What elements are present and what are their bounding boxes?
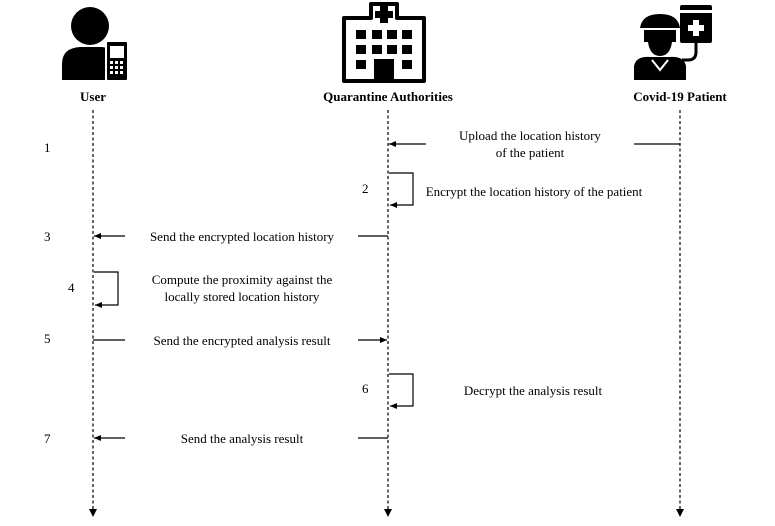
step-2-self-arrow [389, 172, 414, 208]
lifeline-end-patient [676, 509, 684, 517]
step-1-label-line-2: of the patient [496, 145, 565, 160]
step-6-self-arrow [389, 373, 414, 409]
step-6-label: Decrypt the analysis result [464, 383, 603, 398]
hospital-icon [342, 2, 426, 83]
patient-with-iv-icon [634, 5, 712, 80]
step-number-2: 2 [362, 181, 369, 196]
step-number-7: 7 [44, 431, 51, 446]
step-3-label: Send the encrypted location history [150, 229, 335, 244]
step-number-1: 1 [44, 140, 51, 155]
step-7-label: Send the analysis result [181, 431, 304, 446]
step-number-4: 4 [68, 280, 75, 295]
user-with-phone-icon [62, 7, 129, 82]
actor-label-user: User [80, 89, 106, 104]
step-4-label-line-1: Compute the proximity against the [152, 272, 333, 287]
actor-label-patient: Covid-19 Patient [633, 89, 727, 104]
step-5-label: Send the encrypted analysis result [154, 333, 331, 348]
lifeline-end-authority [384, 509, 392, 517]
step-number-3: 3 [44, 229, 51, 244]
step-number-5: 5 [44, 331, 51, 346]
step-4-label-line-2: locally stored location history [165, 289, 320, 304]
step-1-label-line-1: Upload the location history [459, 128, 601, 143]
step-4-self-arrow [94, 271, 119, 308]
lifeline-end-user [89, 509, 97, 517]
step-number-6: 6 [362, 381, 369, 396]
actor-label-authority: Quarantine Authorities [323, 89, 453, 104]
step-2-label: Encrypt the location history of the pati… [426, 184, 643, 199]
